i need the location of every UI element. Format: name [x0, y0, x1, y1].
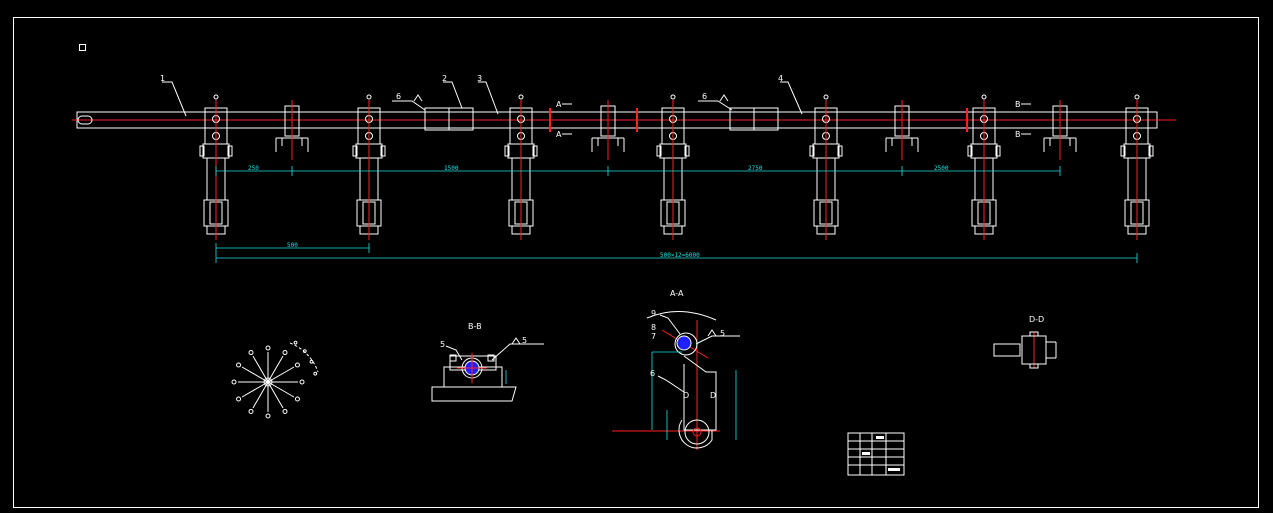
tine-arm	[504, 94, 538, 240]
section-aa-callout-7: 7	[651, 332, 656, 341]
section-bb-callout: 5	[440, 340, 445, 349]
section-mark-b-bottom: B	[1015, 130, 1021, 139]
aa-shaft-section	[676, 335, 692, 351]
dimension-row-spans: 250 1500 2750 2500	[215, 165, 1061, 176]
svg-text:500: 500	[287, 242, 298, 249]
bearing-bracket	[1043, 100, 1077, 160]
dimension-pitch: 500	[215, 242, 370, 253]
weld-symbol-2: 6	[698, 92, 733, 111]
tine-assemblies	[199, 94, 1154, 240]
section-mark-b-top: B	[1015, 100, 1021, 109]
bolt-hole	[248, 408, 254, 414]
tine-arm	[967, 94, 1001, 240]
section-dd-view: D-D	[993, 315, 1057, 369]
bolt-hole	[294, 396, 300, 402]
part-label-4: 4	[778, 74, 783, 83]
dimension-span-2: 1500	[444, 165, 459, 172]
svg-text:5: 5	[720, 329, 725, 338]
bolt-hole	[265, 345, 271, 351]
tine-arm	[656, 94, 690, 240]
bearing-bracket	[591, 100, 625, 160]
main-elevation-view: 1 2 3 4 6 6 A A B B 2	[72, 74, 1176, 263]
svg-text:5: 5	[522, 336, 527, 345]
dimension-span-4: 2500	[934, 165, 949, 172]
section-bb-view: B-B 5 5	[431, 322, 544, 402]
tine-arm	[352, 94, 386, 240]
tine-arm	[1120, 94, 1154, 240]
tine-arm	[809, 94, 843, 240]
part-label-3: 3	[477, 74, 482, 83]
dimension-span-1: 250	[248, 165, 259, 172]
bolt-hole	[282, 350, 288, 356]
section-aa-title: A-A	[670, 289, 684, 298]
bolt-circle-view	[231, 340, 319, 419]
bearing-brackets	[275, 100, 1077, 160]
section-aa-callout-9: 9	[651, 309, 656, 318]
viewport-marker	[79, 44, 86, 51]
bolt-hole	[236, 362, 242, 368]
part-label-2: 2	[442, 74, 447, 83]
svg-text:6: 6	[396, 92, 401, 101]
bearing-bracket	[885, 100, 919, 160]
section-aa-callout-6: 6	[650, 369, 655, 378]
svg-text:6: 6	[702, 92, 707, 101]
bolt-hole	[231, 379, 237, 385]
section-aa-view: A-A 9 8 7 6 D D 5	[612, 289, 740, 450]
section-mark-a-top: A	[556, 100, 562, 109]
dimension-overall: 500×12=6000	[215, 252, 1138, 263]
bolt-hole	[282, 408, 288, 414]
part-label-1: 1	[160, 74, 165, 83]
bolt-hole	[299, 379, 305, 385]
bolt-hole	[265, 413, 271, 419]
weld-symbol-1: 6	[392, 92, 426, 111]
section-aa-mark-d-right: D	[710, 391, 716, 400]
drawing-frame	[13, 17, 1259, 508]
bolt-hole	[248, 350, 254, 356]
section-dd-title: D-D	[1029, 315, 1044, 324]
title-block	[847, 432, 905, 476]
bolt-hole	[236, 396, 242, 402]
section-aa-mark-d-left: D	[683, 391, 689, 400]
section-bb-title: B-B	[468, 322, 482, 331]
svg-text:500×12=6000: 500×12=6000	[660, 252, 700, 259]
section-mark-a-bottom: A	[556, 130, 562, 139]
section-aa-callout-8: 8	[651, 323, 656, 332]
dimension-span-3: 2750	[748, 165, 763, 172]
bearing-bracket	[275, 100, 309, 160]
bolt-hole	[294, 362, 300, 368]
